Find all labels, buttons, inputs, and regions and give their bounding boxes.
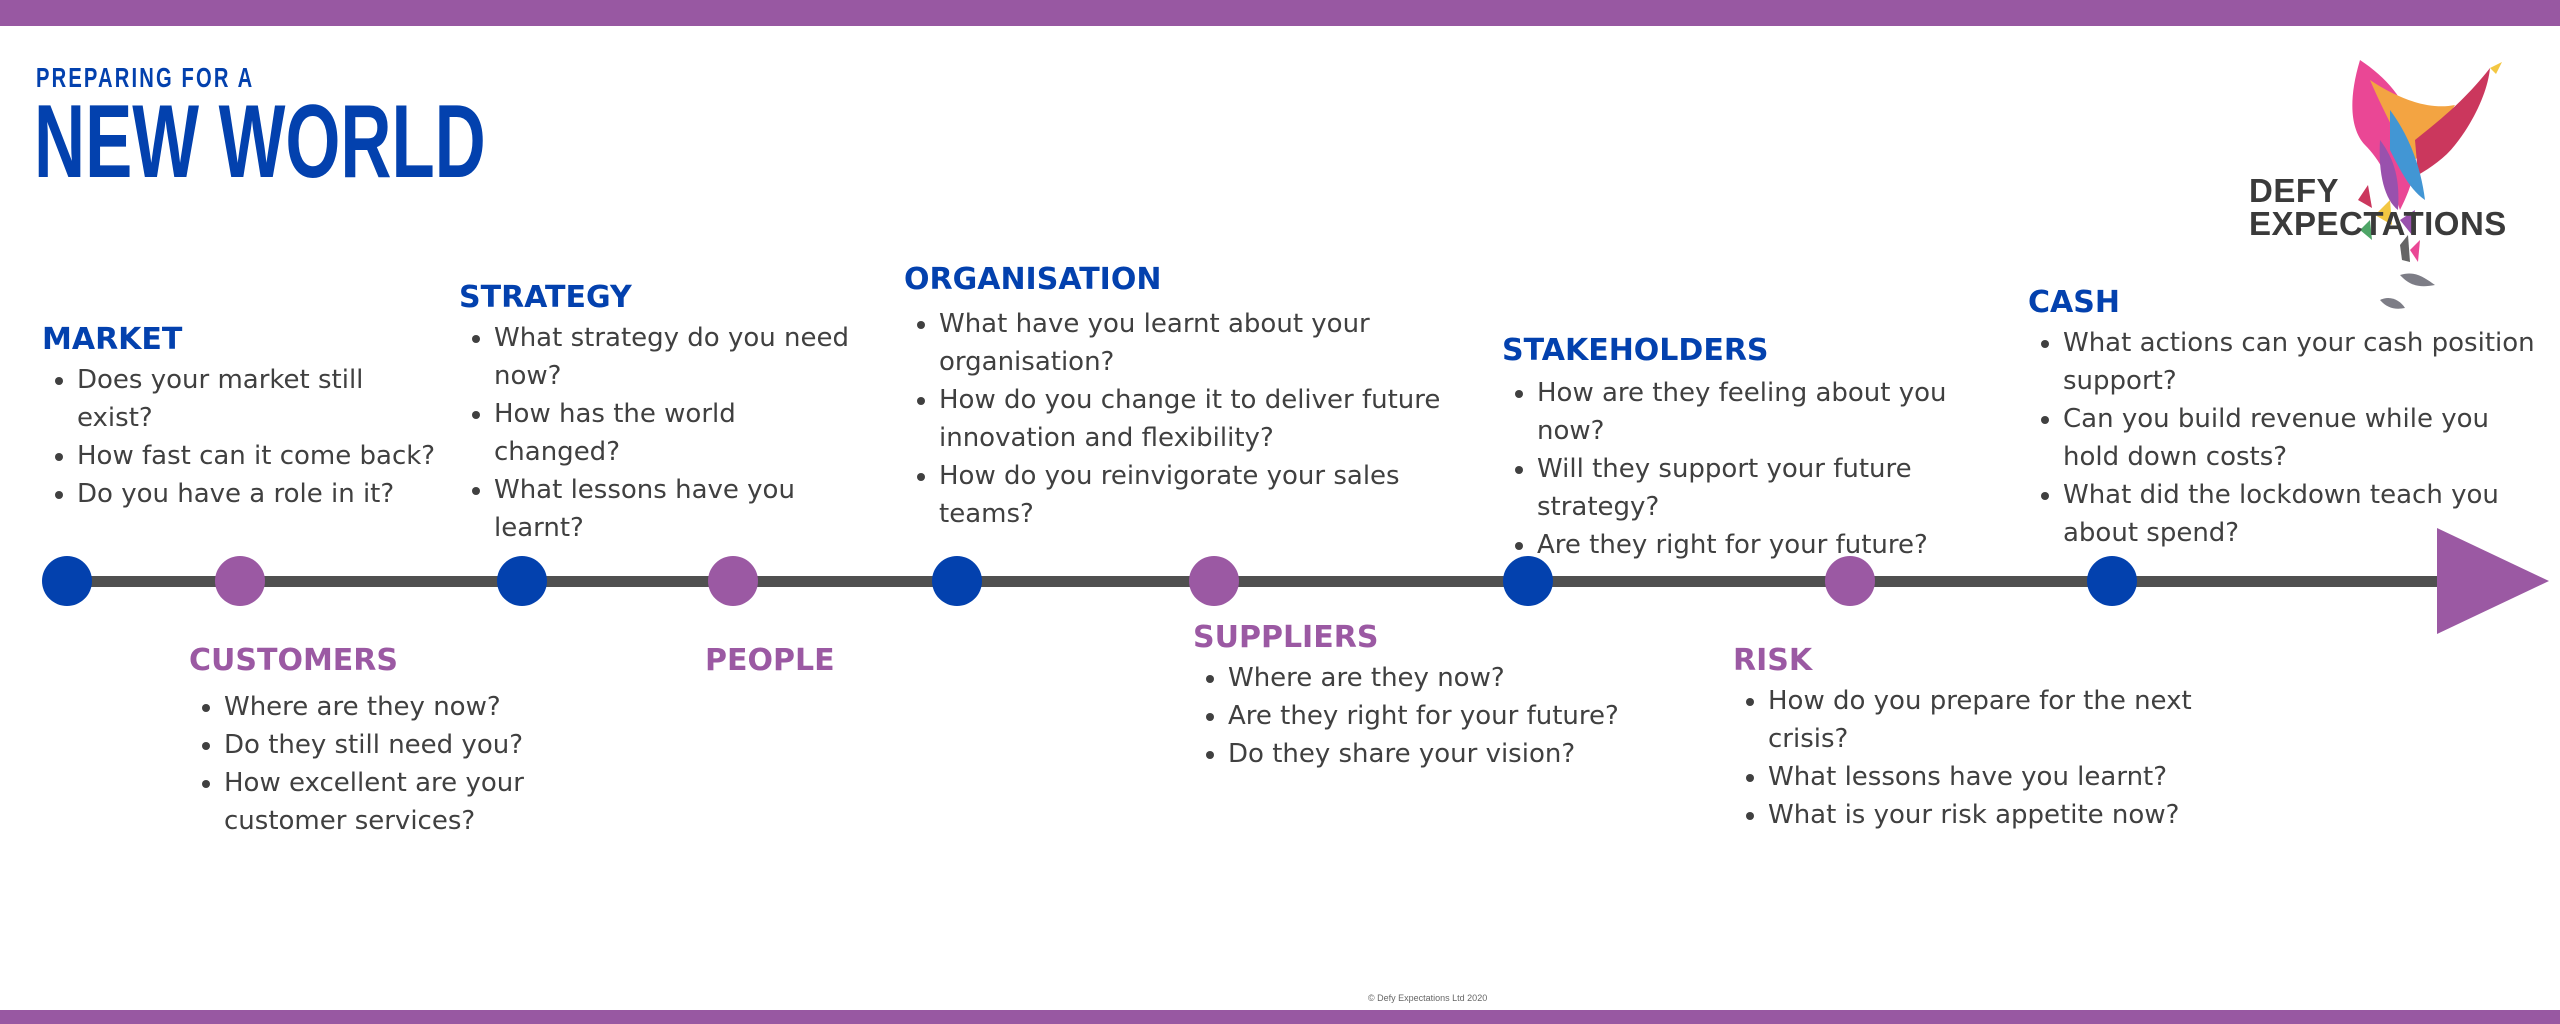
section-title: STAKEHOLDERS [1502,333,1769,368]
section-item: What actions can your cash position supp… [2063,324,2548,400]
section-item: What have you learnt about your organisa… [939,305,1444,381]
section-list: How do you prepare for the next crisis?W… [1733,682,2213,834]
section-people: PEOPLE [705,642,1005,682]
timeline-node-market [42,556,92,606]
section-item: What is your risk appetite now? [1768,796,2213,834]
section-title: MARKET [42,322,183,357]
section-title: CUSTOMERS [189,643,399,678]
section-list: Where are they now?Are they right for yo… [1193,659,1653,773]
section-item: What lessons have you learnt? [1768,758,2213,796]
timeline-line [60,576,2450,587]
timeline-node-cash [2087,556,2137,606]
section-list: What strategy do you need now?How has th… [459,319,859,547]
section-list: Does your market still exist?How fast ca… [42,361,442,513]
section-customers: CUSTOMERS Where are they now?Do they sti… [189,642,549,840]
header-title: NEW WORLD [34,84,486,200]
section-title: SUPPLIERS [1193,620,1379,655]
timeline-node-customers [215,556,265,606]
section-item: Are they right for your future? [1228,697,1653,735]
timeline-node-strategy [497,556,547,606]
section-title: PEOPLE [705,643,835,678]
section-list: What have you learnt about your organisa… [904,305,1444,533]
section-title: CASH [2028,285,2120,320]
timeline-node-risk [1825,556,1875,606]
timeline-node-people [708,556,758,606]
section-list: Where are they now?Do they still need yo… [189,688,549,840]
section-item: How do you change it to deliver future i… [939,381,1444,457]
section-list: How are they feeling about you now?Will … [1502,374,2022,564]
section-item: Are they right for your future? [1537,526,2022,564]
copyright-footer: © Defy Expectations Ltd 2020 [1368,993,1488,1003]
section-title: STRATEGY [459,280,632,315]
section-item: Can you build revenue while you hold dow… [2063,400,2548,476]
phoenix-logo-icon [2352,60,2502,309]
section-title: ORGANISATION [904,262,1162,297]
section-item: Do you have a role in it? [77,475,442,513]
section-strategy: STRATEGY What strategy do you need now?H… [459,279,859,547]
section-item: Where are they now? [224,688,549,726]
section-suppliers: SUPPLIERS Where are they now?Are they ri… [1193,619,1653,773]
section-item: How has the world changed? [494,395,859,471]
section-item: How do you reinvigorate your sales teams… [939,457,1444,533]
section-title: RISK [1733,643,1813,678]
section-item: How fast can it come back? [77,437,442,475]
timeline-node-suppliers [1189,556,1239,606]
section-organisation: ORGANISATION What have you learnt about … [904,261,1444,533]
section-market: MARKET Does your market still exist?How … [42,321,442,513]
section-item: Do they share your vision? [1228,735,1653,773]
section-item: Will they support your future strategy? [1537,450,2022,526]
section-stakeholders: STAKEHOLDERS How are they feeling about … [1502,332,2022,564]
timeline-arrow-icon [2437,528,2549,634]
section-list: What actions can your cash position supp… [2028,324,2548,552]
top-band [0,0,2560,26]
section-item: How are they feeling about you now? [1537,374,2022,450]
logo-wordmark: DEFY EXPECTATIONS [2249,174,2507,240]
section-item: What strategy do you need now? [494,319,859,395]
timeline-node-stakeholders [1503,556,1553,606]
section-item: Where are they now? [1228,659,1653,697]
section-item: Does your market still exist? [77,361,442,437]
section-cash: CASH What actions can your cash position… [2028,284,2548,552]
header-subtitle: PREPARING FOR A [36,62,255,93]
section-item: How do you prepare for the next crisis? [1768,682,2213,758]
section-item: Do they still need you? [224,726,549,764]
section-item: What did the lockdown teach you about sp… [2063,476,2548,552]
timeline-node-organisation [932,556,982,606]
bottom-band [0,1010,2560,1024]
logo-line-2: EXPECTATIONS [2249,205,2507,242]
logo-line-1: DEFY [2249,172,2340,209]
section-item: How excellent are your customer services… [224,764,549,840]
section-item: What lessons have you learnt? [494,471,859,547]
section-risk: RISK How do you prepare for the next cri… [1733,642,2213,834]
